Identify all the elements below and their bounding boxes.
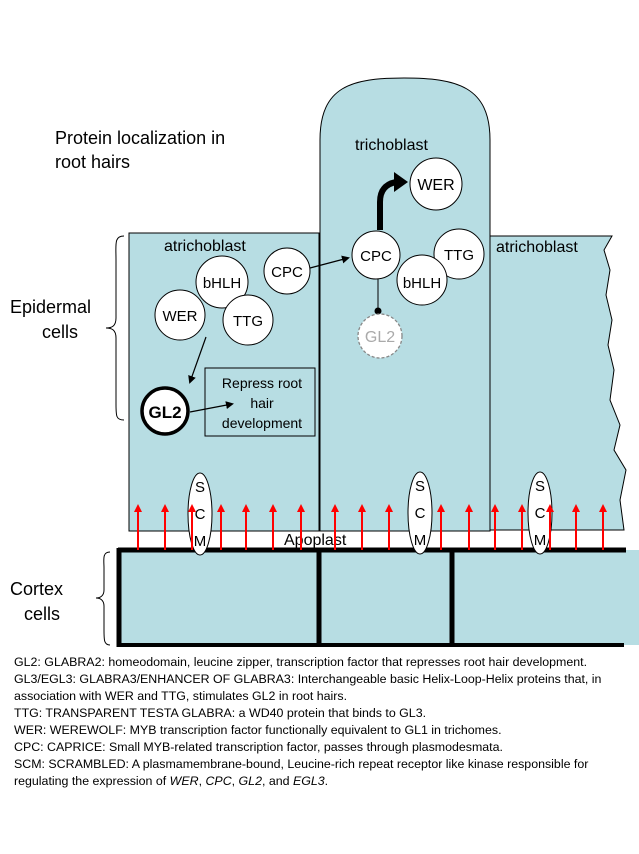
wer-left-label: WER: [163, 308, 198, 325]
transcription-arrowhead: [394, 172, 408, 192]
glossary-gl3: GL3/EGL3: GLABRA3/ENHANCER OF GLABRA3: I…: [14, 672, 602, 703]
cortex-brace: [95, 551, 111, 646]
cortex-cells: [119, 550, 639, 645]
bhlh-left-circle: [195, 255, 249, 309]
glossary-cpc: CPC: CAPRICE: Small MYB-related transcri…: [14, 740, 503, 754]
inhibition-dot: [374, 307, 382, 315]
atrichoblast-right-cell: [489, 235, 627, 531]
apoplast-label: Apoplast: [284, 532, 347, 549]
trichoblast-label: trichoblast: [355, 137, 428, 154]
ttg-left-circle: [222, 294, 274, 346]
repress-line-2: hair: [250, 395, 274, 411]
cortex-label-2: cells: [24, 604, 60, 624]
epidermal-label-2: cells: [42, 322, 78, 342]
epidermal-label-1: Epidermal: [10, 297, 91, 317]
scm-middle-s: S: [415, 478, 425, 495]
scm-left-m: M: [194, 533, 207, 550]
wer-tricho-circle: [409, 157, 463, 211]
scm-left-c: C: [195, 506, 206, 523]
epidermal-brace: [105, 235, 125, 421]
complex-to-gl2-arrow: [188, 336, 207, 384]
gl2-active-label: GL2: [148, 403, 181, 422]
title-line-1: Protein localization in: [55, 128, 225, 148]
gl2-to-repress-arrow: [189, 401, 234, 413]
cpc-left-circle: [263, 247, 311, 295]
gl2-inactive-circle: [357, 313, 403, 359]
glossary-scm: SCM: SCRAMBLED: A plasmamembrane-bound, …: [14, 757, 589, 788]
gl2-inactive-label: GL2: [365, 329, 395, 346]
gene-cpc: CPC: [205, 774, 232, 788]
bhlh-tricho-label: bHLH: [403, 275, 441, 292]
signal-arrows: [134, 504, 607, 550]
glossary-gl2: GL2: GLABRA2: homeodomain, leucine zippe…: [14, 655, 588, 669]
scm-prefix: SCM: SCRAMBLED: A plasmamembrane-bound, …: [14, 757, 589, 788]
ttg-left-label: TTG: [233, 313, 263, 330]
ttg-tricho-circle: [433, 228, 485, 280]
scm-right-s: S: [535, 478, 545, 495]
gene-egl3: EGL3: [292, 774, 325, 788]
gene-wer: WER: [169, 774, 199, 788]
scm-middle-m: M: [414, 532, 427, 549]
gene-gl2: GL2: [238, 774, 262, 788]
cpc-left-label: CPC: [271, 264, 303, 281]
scm-oval-middle: [407, 471, 433, 555]
bhlh-left-label: bHLH: [203, 275, 241, 292]
scm-oval-left: [187, 472, 213, 556]
scm-left-s: S: [195, 479, 205, 496]
cpc-movement-arrow: [309, 255, 350, 269]
repress-line-1: Repress root: [222, 375, 302, 391]
title-line-2: root hairs: [55, 152, 130, 172]
cpc-tricho-circle: [351, 230, 401, 280]
transcription-arrow: [377, 179, 397, 230]
scm-right-m: M: [534, 532, 547, 549]
scm-middle-c: C: [415, 505, 426, 522]
wer-tricho-label: WER: [417, 177, 454, 194]
scm-oval-right: [527, 471, 553, 555]
scm-right-c: C: [535, 505, 546, 522]
glossary-ttg: TTG: TRANSPARENT TESTA GLABRA: a WD40 pr…: [14, 706, 427, 720]
glossary: GL2: GLABRA2: homeodomain, leucine zippe…: [14, 654, 630, 790]
wer-left-circle: [154, 289, 206, 341]
gl2-active-circle: [140, 386, 190, 436]
bhlh-tricho-circle: [396, 254, 448, 306]
glossary-wer: WER: WEREWOLF: MYB transcription factor …: [14, 723, 502, 737]
repress-box: [204, 367, 316, 437]
atrichoblast-left-label: atrichoblast: [164, 238, 246, 255]
cpc-tricho-label: CPC: [360, 248, 392, 265]
root-hair-diagram: Protein localization in root hairs trich…: [10, 77, 639, 647]
ttg-tricho-label: TTG: [444, 247, 474, 264]
atrichoblast-right-label: atrichoblast: [496, 239, 578, 256]
cortex-label-1: Cortex: [10, 579, 63, 599]
repress-line-3: development: [222, 415, 302, 431]
